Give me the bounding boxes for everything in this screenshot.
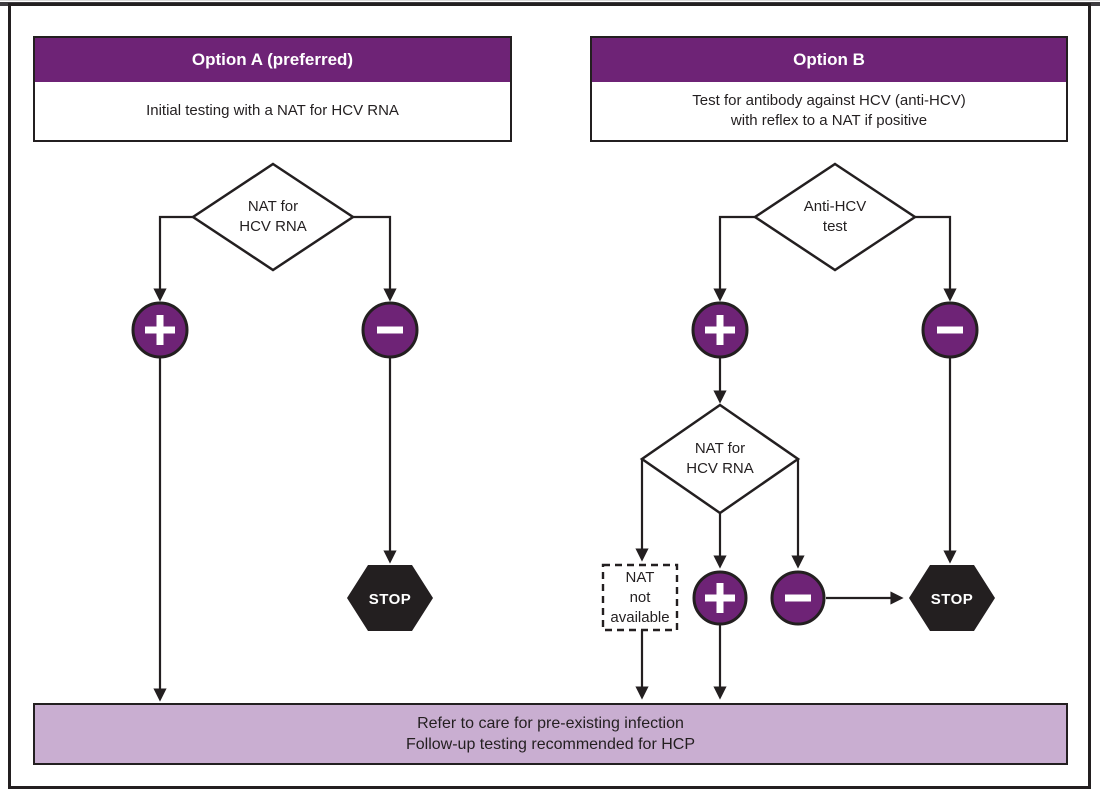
option-a-panel: Option A (preferred) Initial testing wit… <box>33 36 512 142</box>
diamond-label-nat-b: NAT for HCV RNA <box>642 439 798 479</box>
diamond-label-nat-a: NAT for HCV RNA <box>193 197 353 237</box>
option-a-body: Initial testing with a NAT for HCV RNA <box>35 82 510 140</box>
diamond-b2-line2: HCV RNA <box>686 460 754 477</box>
option-a-header: Option A (preferred) <box>35 38 510 82</box>
nat-unavailable-line2: not <box>629 589 651 606</box>
option-b-title: Option B <box>793 50 865 69</box>
figure-frame <box>8 3 1091 789</box>
edge-b-diamond1-to-positive <box>713 215 755 302</box>
minus-icon <box>937 326 963 334</box>
plus-icon <box>705 315 735 345</box>
diamond-b1-line1: Anti-HCV <box>803 198 867 215</box>
decision-diamond-anti-hcv <box>752 162 918 272</box>
option-b-body: Test for antibody against HCV (anti-HCV)… <box>592 82 1066 140</box>
diamond-label-anti-hcv: Anti-HCV test <box>755 197 915 237</box>
edge-a-diamond-to-positive <box>153 215 193 302</box>
option-a-title: Option A (preferred) <box>191 50 354 69</box>
stop-label-b: STOP <box>930 591 974 608</box>
decision-diamond-nat-option-b <box>639 403 801 515</box>
option-b-panel: Option B Test for antibody against HCV (… <box>590 36 1068 142</box>
plus-icon <box>145 315 175 345</box>
option-a-subtitle: Initial testing with a NAT for HCV RNA <box>146 102 399 119</box>
decision-diamond-nat-option-a <box>190 162 356 272</box>
nat-not-available-box <box>601 563 679 632</box>
edge-b-diamond1-to-negative <box>915 215 957 302</box>
diamond-a-line1: NAT for <box>247 198 299 215</box>
nat-unavailable-line3: available <box>610 609 670 626</box>
option-b-subtitle-line1: Test for antibody against HCV (anti-HCV) <box>692 92 966 109</box>
edge-a-diamond-to-negative <box>353 215 397 302</box>
option-b-subtitle-line2: with reflex to a NAT if positive <box>730 112 928 129</box>
stop-label-a: STOP <box>368 591 412 608</box>
minus-icon <box>377 326 403 334</box>
top-hairline <box>0 0 1100 1</box>
outcome-bar: Refer to care for pre-existing infection… <box>33 703 1068 765</box>
nat-unavailable-line1: NAT <box>625 569 655 586</box>
diamond-a-line2: HCV RNA <box>239 218 307 235</box>
diamond-b2-line1: NAT for <box>694 440 746 457</box>
stop-hexagon-a <box>347 565 433 631</box>
stop-hexagon-b <box>909 565 995 631</box>
nat-not-available-label: NAT not available <box>603 568 677 628</box>
outcome-line1: Refer to care for pre-existing infection <box>417 715 684 732</box>
diamond-b1-line2: test <box>822 218 848 235</box>
option-b-header: Option B <box>592 38 1066 82</box>
plus-icon <box>705 583 735 613</box>
minus-icon <box>785 594 811 602</box>
outcome-line2: Follow-up testing recommended for HCP <box>405 736 695 753</box>
